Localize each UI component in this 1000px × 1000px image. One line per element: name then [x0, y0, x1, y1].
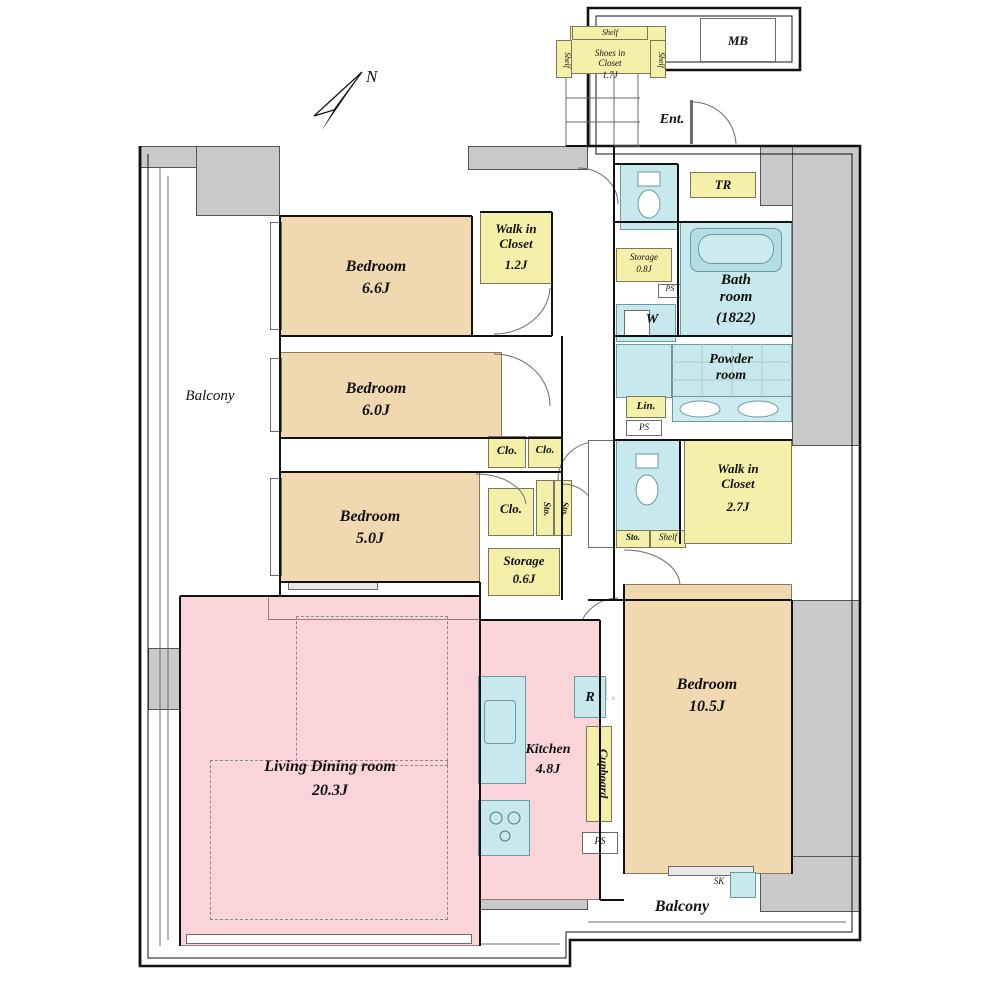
closet-2 [528, 436, 562, 468]
living-dining-room [180, 596, 480, 946]
linen-closet [626, 396, 666, 418]
toilet-icon-upper [637, 171, 661, 219]
storage-06-room [488, 548, 560, 596]
shelf-left-strip [556, 40, 572, 78]
shelf-right-strip [650, 40, 666, 78]
tr-room [690, 172, 756, 198]
wall-segment [468, 146, 588, 170]
bathtub-inner [698, 234, 774, 264]
sk-sink [730, 872, 756, 898]
mb-room [700, 18, 776, 62]
stove-icon [489, 811, 521, 842]
walk-in-closet-27-room [684, 440, 792, 544]
toilet-icon-lower [635, 453, 659, 506]
door-arc-hall [577, 167, 619, 205]
bedroom-60-room [280, 352, 502, 438]
kitchen-stove-counter [478, 800, 530, 856]
door-arc-bedroom-60 [493, 353, 551, 407]
sink-basin [484, 700, 516, 744]
closet-3 [488, 488, 534, 536]
door-arc-entrance [690, 100, 737, 145]
storage-08-room [616, 248, 672, 282]
wall-segment [196, 146, 280, 216]
wall-segment [792, 146, 860, 446]
door-arc-bedroom-105 [623, 549, 681, 587]
powder-basin-icon [679, 400, 779, 418]
window-living [186, 934, 472, 944]
powder-tile-grid [672, 344, 792, 398]
wall-segment [792, 600, 860, 870]
closet-1 [488, 436, 526, 468]
floor-heater-bedroom-105 [668, 866, 754, 876]
storage-strip-3 [616, 530, 650, 548]
shelf-top-strip [572, 26, 648, 40]
hall-corridor [588, 440, 614, 548]
walk-in-closet-12-room [480, 212, 552, 284]
door-arc-bedroom-66 [493, 287, 551, 335]
bedroom-50-room [280, 472, 480, 582]
svg-text:N: N [365, 67, 379, 86]
laundry-corridor [616, 344, 672, 398]
compass-icon: N [313, 67, 379, 130]
ps-box-mid [626, 420, 662, 436]
storage-strip-1 [536, 480, 554, 536]
door-arc-bedroom-50 [475, 473, 527, 505]
living-area-dash-1 [210, 760, 448, 920]
living-area-dash-2 [296, 616, 448, 766]
